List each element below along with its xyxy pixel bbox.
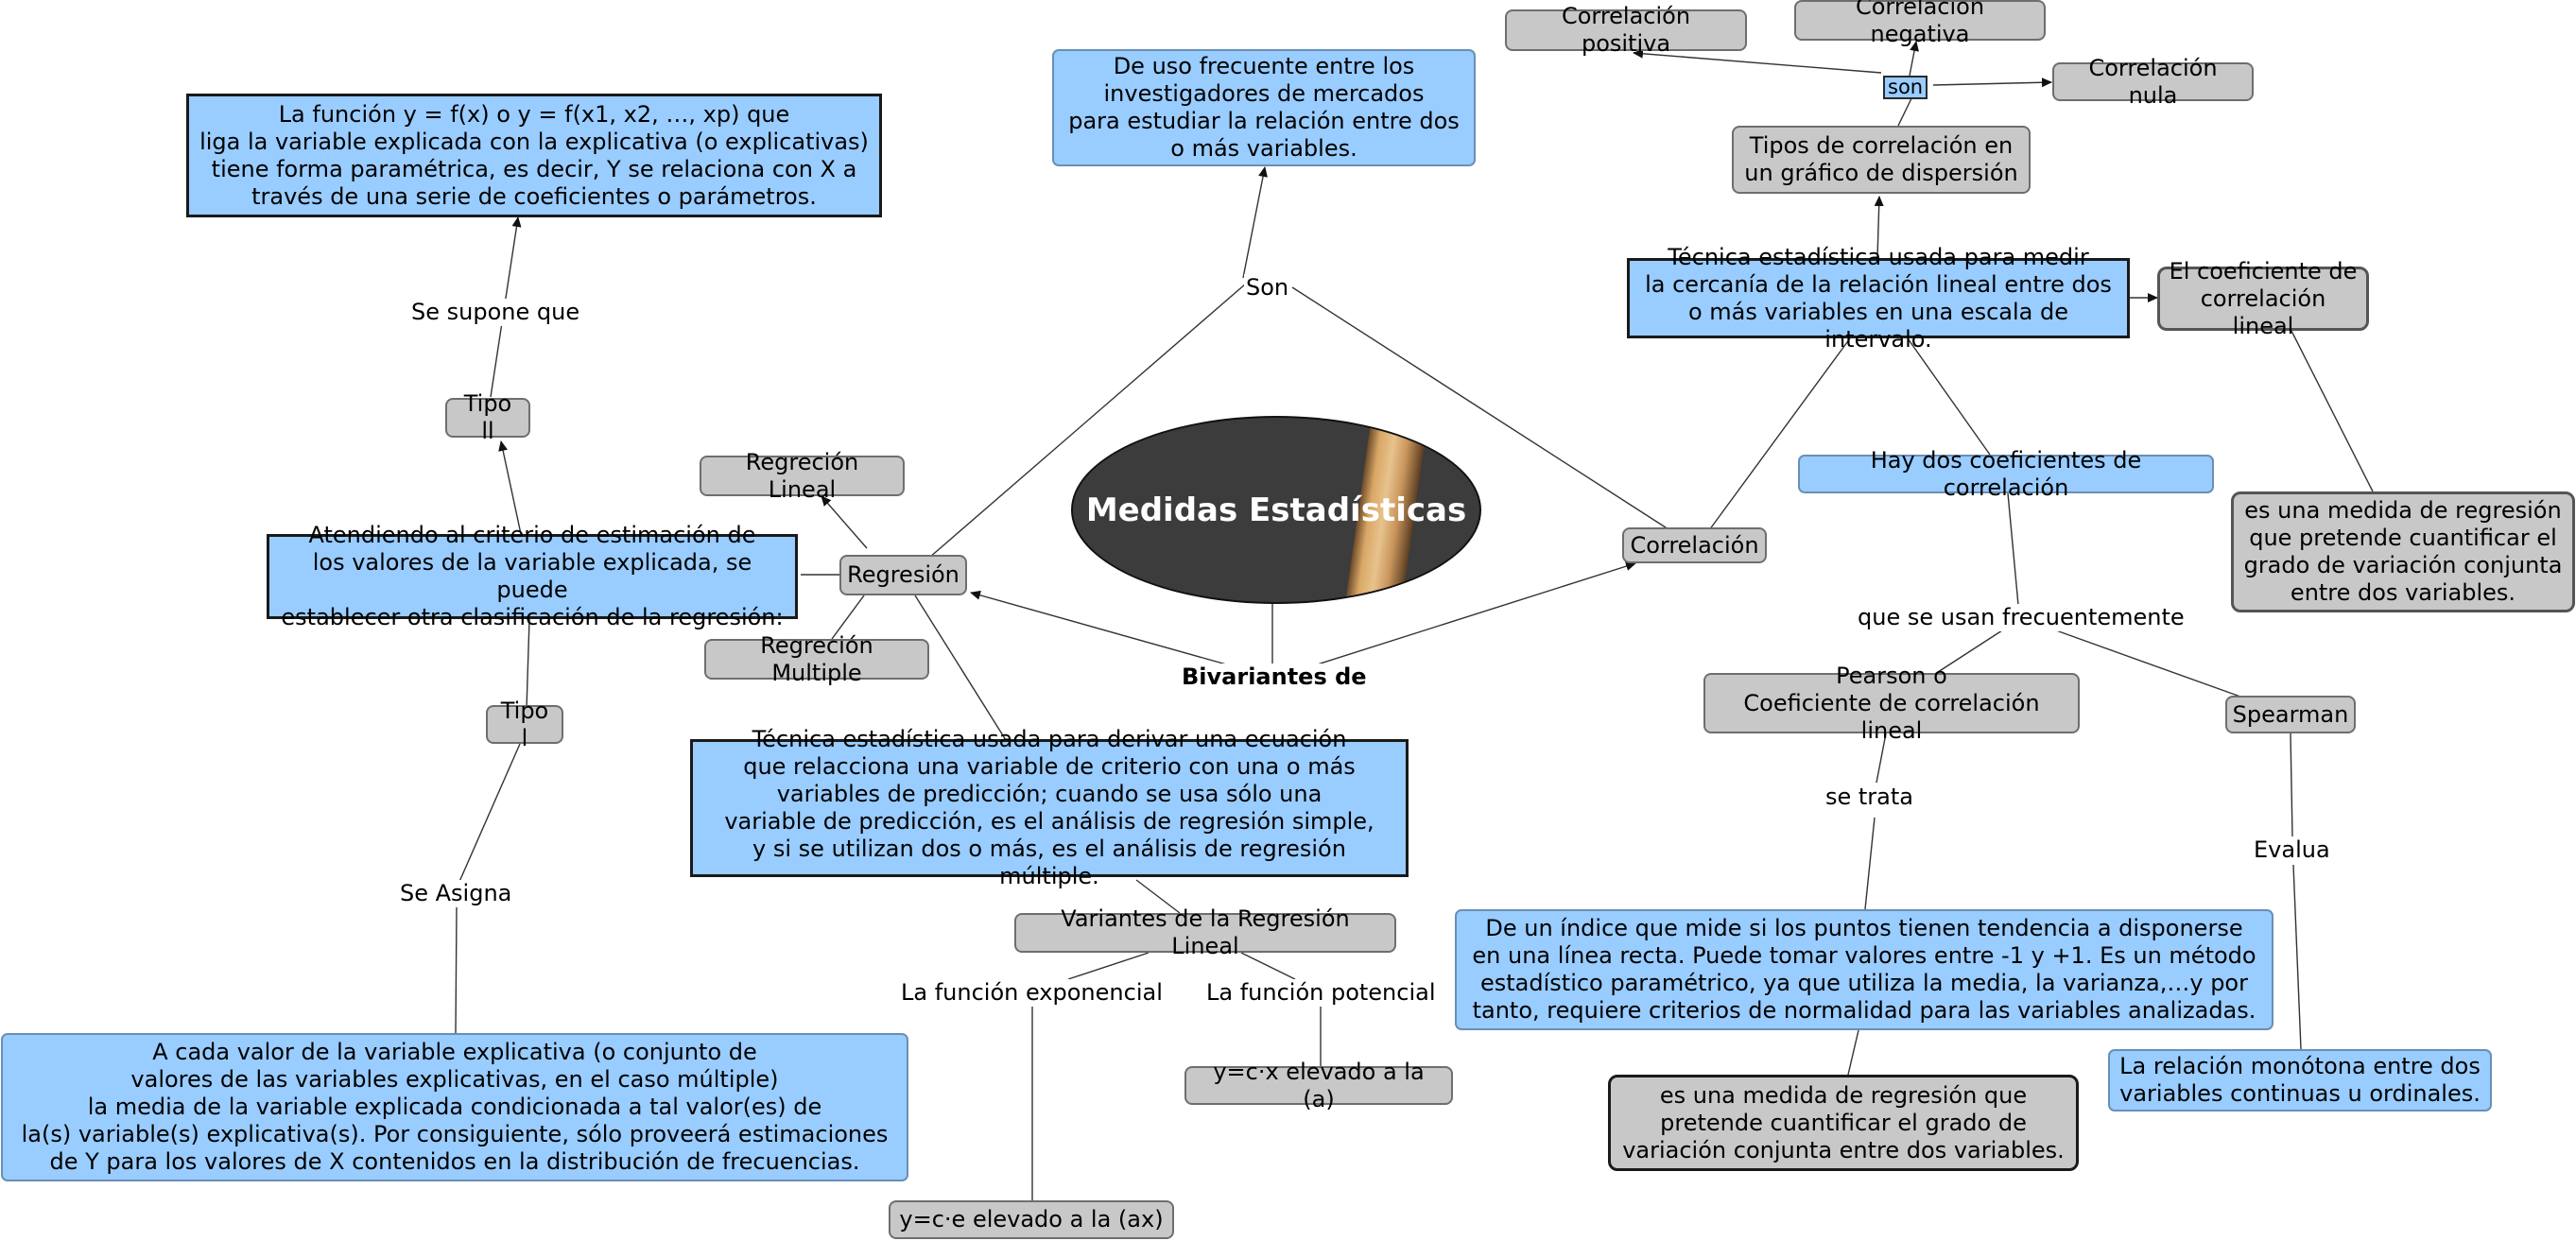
node-tipo-ii[interactable]: Tipo ll [445,390,530,444]
link-label-funcion-potencial: La función potencial [1204,979,1438,1007]
link-label-se-supone-que: Se supone que [409,299,582,326]
node-regresion[interactable]: Regresión [839,555,967,595]
link-label-bivariantes-de: Bivariantes de [1180,664,1369,691]
node-relacion-monotona[interactable]: La relación monótona entre dos variables… [2108,1049,2492,1112]
node-regrecion-lineal[interactable]: Regreción Lineal [700,449,905,503]
link-label-se-trata: se trata [1824,784,1915,811]
node-tecnica-correlacion[interactable]: Técnica estadística usada para medir la … [1627,244,2130,353]
node-tipos-correlacion[interactable]: Tipos de correlación en un gráfico de di… [1732,126,2031,194]
node-y-ce[interactable]: y=c·e elevado a la (ax) [889,1200,1174,1239]
node-funcion-y[interactable]: La función y = f(x) o y = f(x1, x2, …, x… [186,94,882,217]
link-label-son-tag: son [1883,76,1928,99]
node-correlacion-positiva[interactable]: Correlación positiva [1505,3,1747,57]
node-y-cx[interactable]: y=c·x elevado a la (a) [1184,1059,1453,1112]
node-spearman[interactable]: Spearman [2225,696,2356,733]
node-correlacion[interactable]: Correlación [1622,527,1767,563]
node-tecnica-regresion[interactable]: Técnica estadística usada para derivar u… [690,726,1409,889]
link-label-evalua: Evalua [2252,836,2332,864]
node-coeficiente-lineal[interactable]: El coeficiente de correlación lineal [2157,258,2369,339]
node-pearson[interactable]: Pearson o Coeficiente de correlación lin… [1703,663,2080,744]
link-label-que-se-usan: que se usan frecuentemente [1856,604,2187,631]
node-hay-dos[interactable]: Hay dos coeficientes de correlación [1798,447,2214,501]
node-uso-frecuente[interactable]: De uso frecuente entre los investigadore… [1052,49,1476,166]
center-node[interactable]: Medidas Estadísticas [1071,416,1481,604]
link-label-se-asigna: Se Asigna [398,880,514,907]
link-label-funcion-exponencial: La función exponencial [899,979,1165,1007]
node-de-un-indice[interactable]: De un índice que mide si los puntos tien… [1455,909,2273,1030]
node-medida-regresion-right[interactable]: es una medida de regresión que pretende … [2231,491,2575,612]
node-regrecion-multiple[interactable]: Regreción Multiple [704,632,929,686]
center-node-title: Medidas Estadísticas [1085,491,1467,529]
node-atendiendo[interactable]: Atendiendo al criterio de estimación de … [267,522,798,630]
node-correlacion-nula[interactable]: Correlación nula [2052,55,2254,109]
node-a-cada-valor[interactable]: A cada valor de la variable explicativa … [1,1033,908,1181]
node-variantes[interactable]: Variantes de la Regresión Lineal [1014,905,1396,959]
node-correlacion-negativa[interactable]: Correlación negativa [1794,0,2046,47]
node-tipo-i[interactable]: Tipo l [486,698,563,751]
node-medida-regresion-bottom[interactable]: es una medida de regresión que pretende … [1608,1075,2079,1171]
link-label-son: Son [1244,274,1291,302]
